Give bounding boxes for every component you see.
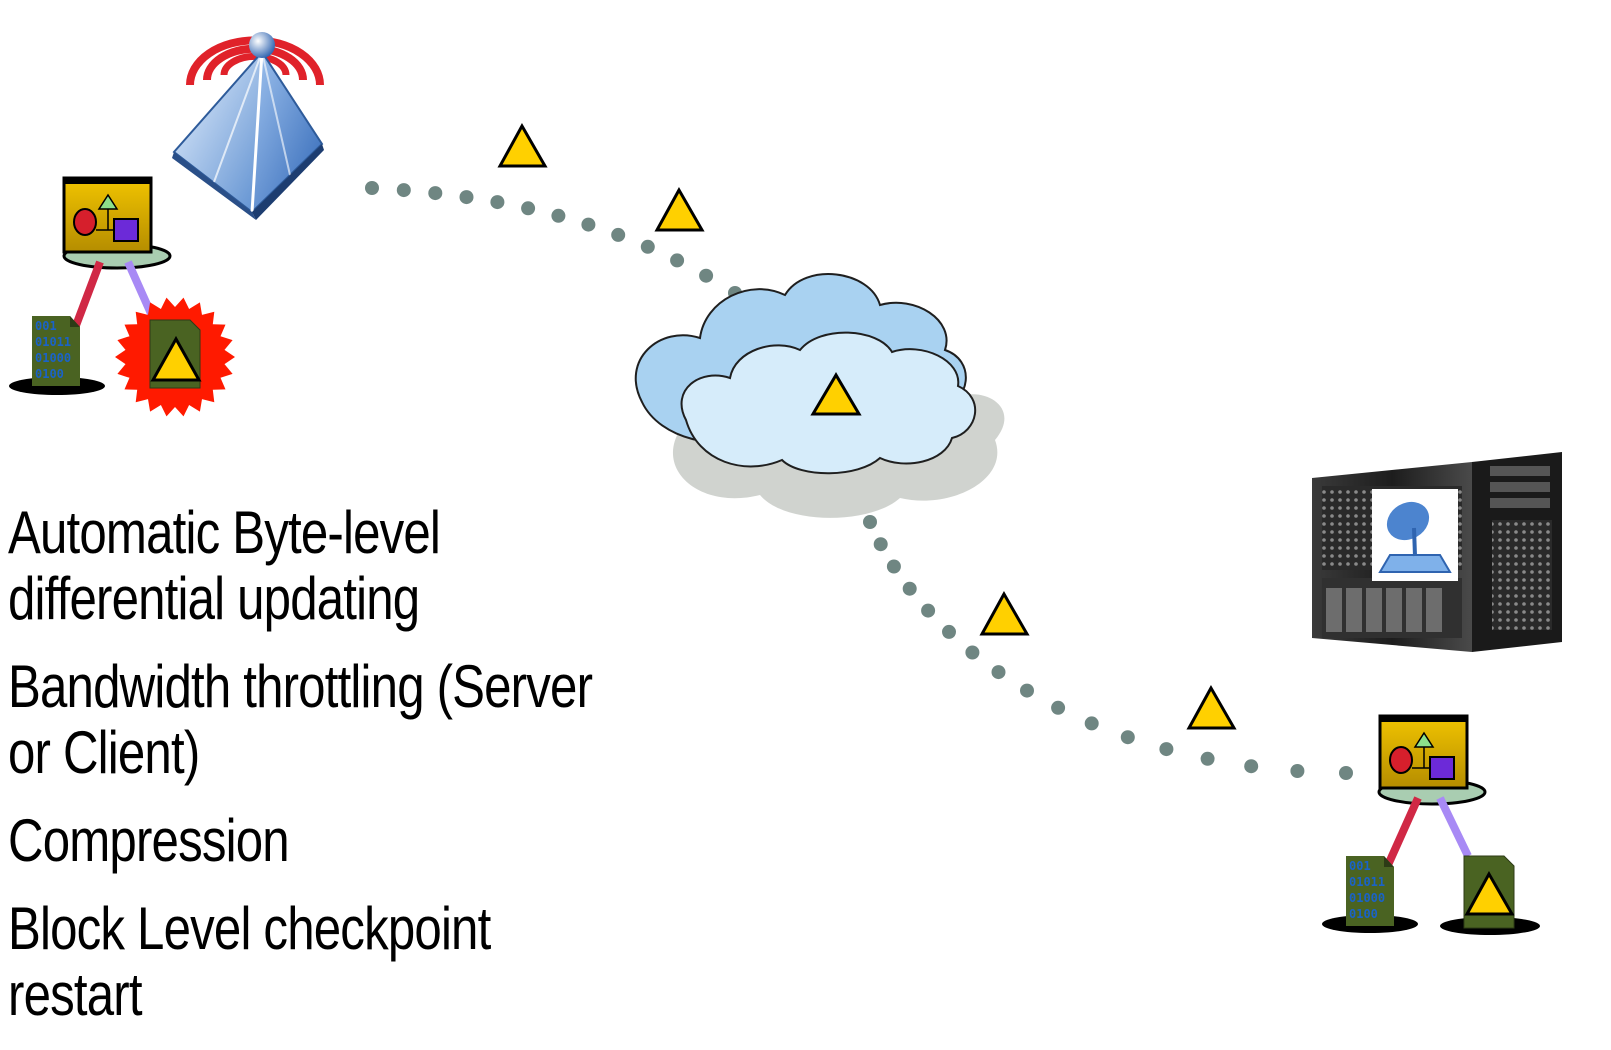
transfer-path-lower [863, 515, 1353, 780]
path-dot [1051, 700, 1066, 715]
path-dot [1084, 716, 1099, 731]
network-cloud-icon [634, 273, 1005, 518]
path-dot [965, 645, 980, 660]
path-dot [863, 515, 877, 529]
feature-list: Automatic Byte-level differential updati… [8, 500, 631, 1050]
binary-file-text: 01000 [1349, 891, 1385, 905]
warning-triangle-icon [150, 335, 202, 382]
path-dot [581, 217, 596, 232]
path-dot [1244, 759, 1259, 774]
path-dot [551, 208, 566, 223]
binary-file-text: 0100 [35, 367, 64, 381]
update-package-icon [115, 297, 235, 417]
path-dot [640, 239, 655, 254]
path-dot [991, 665, 1006, 680]
path-dot [670, 253, 685, 268]
warning-triangle-icon [497, 122, 548, 168]
warning-triangle-icon [1186, 684, 1237, 730]
broadcast-antenna-icon [172, 32, 324, 220]
binary-file-icon: 001 01011 01000 0100 [9, 316, 105, 395]
feature-item: Block Level checkpoint restart [8, 895, 491, 1028]
path-dot [1159, 742, 1174, 757]
update-package-icon [1440, 855, 1540, 935]
binary-file-text: 01011 [35, 335, 71, 349]
path-dot [396, 183, 411, 198]
feature-item: Compression [8, 807, 290, 874]
path-dot [1339, 766, 1353, 780]
warning-triangle-icon [654, 186, 705, 232]
binary-file-text: 01000 [35, 351, 71, 365]
path-dot [902, 581, 917, 596]
feature-item: Automatic Byte-level differential updati… [8, 499, 441, 632]
path-dot [873, 537, 888, 552]
path-dot [699, 268, 714, 283]
path-dot [611, 227, 626, 242]
binary-file-icon: 001 01011 01000 0100 [1322, 856, 1418, 933]
path-dot [921, 603, 936, 618]
path-dot [365, 181, 379, 195]
path-dot [490, 195, 505, 210]
binary-file-text: 001 [1349, 859, 1371, 873]
path-dot [942, 624, 956, 639]
binary-file-text: 001 [35, 319, 57, 333]
tower-server-icon [1312, 452, 1562, 652]
path-dot [1120, 730, 1135, 745]
path-dot [428, 186, 443, 201]
path-dot [1020, 683, 1034, 698]
diagram-canvas: 001 01011 01000 0100 [9, 32, 1562, 935]
binary-file-text: 0100 [1349, 907, 1378, 921]
binary-file-text: 01011 [1349, 875, 1385, 889]
warning-triangle-icon [979, 590, 1030, 636]
path-dot [459, 190, 474, 205]
warning-triangle-icon [1464, 870, 1515, 916]
warning-triangle-icon [810, 372, 862, 416]
feature-item: Bandwidth throttling (Server or Client) [8, 653, 593, 786]
path-dot [521, 201, 536, 216]
path-dot [1200, 751, 1215, 766]
path-dot [1290, 764, 1305, 778]
path-dot [886, 559, 901, 574]
client-workstation-icon [1377, 714, 1487, 867]
